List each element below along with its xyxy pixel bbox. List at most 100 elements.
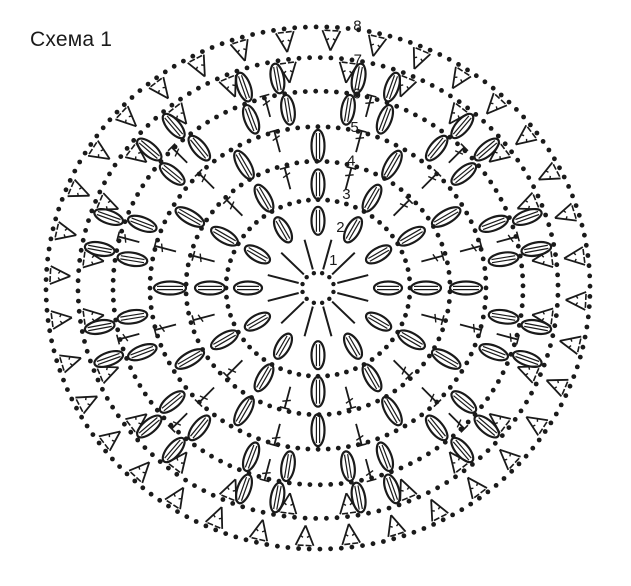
chain-dot [45,308,50,313]
chain-dot [481,315,486,320]
chain-dot [421,362,426,367]
chain-dot [403,148,408,153]
chain-dot [126,210,131,215]
radial-cluster [312,130,325,162]
chain-dot [443,251,448,256]
chain-dot [133,374,138,379]
cluster-oval [208,223,240,249]
treble-stitch [445,410,468,433]
chain-dot [77,309,82,314]
chain-dot [188,253,193,258]
fan-stroke [122,108,126,112]
row-number-4: 4 [347,153,355,170]
center-spoke [268,293,299,301]
chain-dot [318,55,323,60]
chain-dot [251,507,256,512]
chain-dot [540,203,545,208]
treble-stitch [260,94,275,118]
chain-dot [226,304,231,309]
chain-dot [420,208,425,213]
chain-dot [588,284,593,289]
chain-dot [505,361,510,366]
chain-dot [503,206,508,211]
chain-dot [286,57,291,62]
chain-dot [417,457,422,462]
cluster-oval [173,203,207,230]
chain-dot [149,266,154,271]
chain-dot [443,318,448,323]
fan-stroke [52,321,53,327]
radial-cluster [363,242,394,267]
fan-stroke [55,232,56,238]
chain-dot [441,393,446,398]
cluster-oval [374,282,402,295]
chain-dot [456,62,461,67]
chain-dot [488,180,493,185]
center-dot [320,271,324,275]
chain-dot [346,26,351,31]
chain-dot [233,106,238,111]
fan-stroke [578,346,579,352]
chain-dot [469,219,474,224]
chain-dot [370,357,375,362]
fan-stroke [579,339,580,345]
radial-cluster [173,203,207,230]
chain-dot [306,447,311,452]
chain-dot [400,250,405,255]
fan-stroke [127,421,131,426]
outer-fan [296,525,315,546]
chain-dot [489,126,494,131]
chain-dot [427,406,432,411]
chain-dot [391,67,396,72]
chain-dot [543,429,548,434]
cluster-oval [230,148,257,182]
fan-stroke [259,539,265,540]
fan-stroke [456,469,461,473]
chain-dot [418,44,423,49]
fan-stroke [57,224,58,230]
treble-stitch [418,384,441,407]
chain-dot [201,488,206,493]
chain-dot [254,220,259,225]
fan-stroke [100,376,102,382]
row-number-5: 5 [350,119,358,136]
chain-dot [261,30,266,35]
chain-dot [528,123,533,128]
fan-stroke [288,62,294,63]
chain-dot [110,457,115,462]
chain-dot [411,74,416,79]
fan-stroke [458,68,463,71]
chain-dot [220,153,225,158]
chain-dot [238,428,243,433]
chain-dot [197,125,202,130]
chain-dot [384,345,389,350]
chain-dot [440,327,445,332]
fan-stroke [169,109,174,113]
chain-dot [233,384,238,389]
chain-dot [247,139,252,144]
chain-dot [271,28,276,33]
chain-dot [94,134,99,139]
row-number-3: 3 [342,186,350,203]
chain-dot [88,142,93,147]
center-spoke [323,307,331,337]
chain-dot [520,293,525,298]
treble-stitch [223,197,246,220]
chain-dot [529,391,534,396]
treble-stem [172,413,188,429]
treble-stem [422,388,438,404]
fan-stroke [574,213,576,219]
treble-stitch [361,458,376,482]
chain-dot [115,110,120,115]
chain-dot [335,160,340,165]
cluster-oval [359,182,385,214]
chain-dot [385,139,390,144]
fan-stroke [552,310,553,316]
chain-dot [44,277,49,282]
chain-dot [132,479,137,484]
chain-dot [231,189,236,194]
chain-dot [76,278,81,283]
fan-stroke [402,76,408,78]
chain-dot [275,165,280,170]
chain-dot [244,537,249,542]
